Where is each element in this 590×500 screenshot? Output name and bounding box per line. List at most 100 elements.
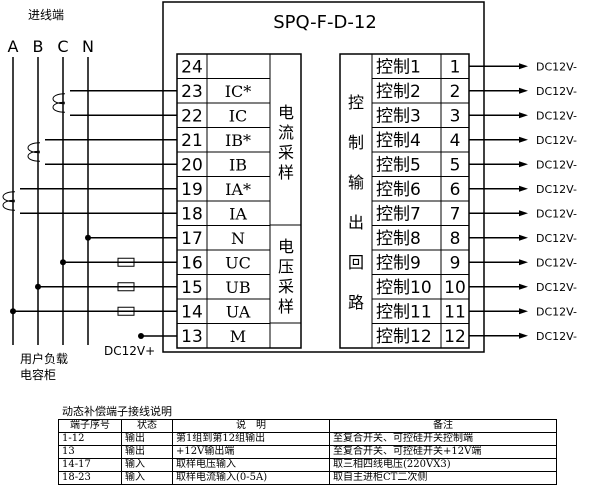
table-header: 说 明 [172, 419, 330, 433]
table-row: 1-12 输出 第1组到第12组输出 至复合开关、可控硅开关控制端 [58, 432, 557, 446]
output-voltage-label: DC12V- [536, 330, 577, 343]
output-voltage-label: DC12V- [536, 207, 577, 220]
output-group-char: 回 [348, 253, 364, 272]
ct-coil-icon [2, 191, 16, 203]
output-terminal-number: 11 [444, 302, 466, 322]
table-header: 状态 [121, 419, 173, 433]
output-voltage-label: DC12V- [536, 256, 577, 269]
terminal-number: 14 [181, 302, 203, 322]
output-channel-label: 控制1 [376, 57, 421, 77]
arrow-icon [519, 234, 528, 241]
phase-label: N [82, 37, 94, 56]
ct-coil-icon [2, 199, 16, 211]
ct-coil-icon [27, 150, 41, 162]
output-terminal-number: 7 [450, 204, 461, 224]
arrow-icon [519, 161, 528, 168]
current-group-char: 样 [278, 163, 294, 182]
output-terminal-number: 12 [444, 327, 466, 347]
terminal-label: IA* [225, 180, 251, 199]
terminal-label: IB [229, 155, 247, 174]
terminal-number: 16 [181, 253, 203, 273]
terminal-13-supply-wire [138, 333, 177, 339]
phase-label: C [57, 37, 68, 56]
table-cell: 输出 [121, 445, 173, 459]
phase-label: B [33, 37, 44, 56]
terminal-table: 端子序号 状态 说 明 备注 1-12 输出 第1组到第12组输出 至复合开关、… [58, 419, 557, 485]
voltage-group-char: 采 [278, 277, 294, 296]
table-header-row: 端子序号 状态 说 明 备注 [58, 419, 557, 433]
load-label-line2: 电容柜 [20, 367, 56, 382]
table-cell: +12V输出端 [172, 445, 330, 459]
arrow-icon [519, 87, 528, 94]
terminal-number: 15 [181, 278, 203, 298]
table-cell: 14-17 [58, 458, 122, 472]
incoming-label: 进线端 [28, 8, 64, 22]
output-terminal-number: 10 [444, 278, 466, 298]
fuse-icon [117, 306, 135, 316]
terminal-number: 21 [181, 131, 203, 151]
junction-dot [85, 234, 91, 241]
junction-dot [35, 283, 41, 290]
terminal-number: 19 [181, 180, 203, 200]
voltage-group-char: 样 [278, 297, 294, 316]
table-cell: 13 [58, 445, 122, 459]
arrow-icon [519, 210, 528, 217]
output-channel-label: 控制2 [376, 82, 421, 102]
terminal-label: UA [226, 302, 251, 321]
output-terminal-number: 3 [450, 106, 461, 126]
arrow-icon [519, 259, 528, 266]
table-cell: 取自主进柜CT二次侧 [329, 471, 557, 485]
terminal-label: IC* [225, 82, 252, 101]
output-terminal-number: 6 [450, 180, 461, 200]
table-row: 14-17 输入 取样电压输入 取三相四线电压(220VX3) [58, 458, 557, 472]
terminal-label: IC [229, 106, 248, 125]
load-label-line1: 用户负载 [20, 351, 68, 366]
table-cell: 输入 [121, 458, 173, 472]
junction-dot [10, 308, 16, 315]
terminal-label: IA [229, 204, 247, 223]
output-voltage-label: DC12V- [536, 60, 577, 73]
output-channel-label: 控制4 [376, 131, 421, 151]
phase-label: A [8, 37, 19, 56]
output-channel-label: 控制12 [376, 327, 432, 347]
output-voltage-label: DC12V- [536, 305, 577, 318]
m-supply-label: DC12V+ [104, 344, 155, 358]
output-terminal-number: 4 [450, 131, 461, 151]
terminal-number: 24 [181, 57, 203, 77]
ct-coil-icon [52, 101, 66, 113]
output-voltage-label: DC12V- [536, 109, 577, 122]
output-channel-label: 控制9 [376, 253, 421, 273]
output-channel-label: 控制8 [376, 229, 421, 249]
table-cell: 第1组到第12组输出 [172, 432, 330, 446]
output-terminal-number: 5 [450, 155, 461, 175]
voltage-group-char: 压 [278, 257, 294, 276]
output-group-char: 出 [348, 213, 364, 232]
ct-coil-icon [27, 142, 41, 154]
output-terminal-number: 1 [450, 57, 461, 77]
terminal-number: 13 [181, 327, 203, 347]
terminal-number: 17 [181, 229, 203, 249]
device-enclosure [162, 1, 485, 353]
output-voltage-label: DC12V- [536, 158, 577, 171]
output-terminal-number: 9 [450, 253, 461, 273]
table-caption: 动态补偿端子接线说明 [62, 405, 172, 418]
output-voltage-label: DC12V- [536, 134, 577, 147]
terminal-number: 20 [181, 155, 203, 175]
current-group-char: 采 [278, 143, 294, 162]
arrow-icon [519, 283, 528, 290]
ct-coil-icon [52, 93, 66, 105]
table-cell: 输入 [121, 471, 173, 485]
output-channel-label: 控制7 [376, 204, 421, 224]
device-title: SPQ-F-D-12 [273, 12, 377, 33]
fuse-icon [117, 257, 135, 267]
output-voltage-label: DC12V- [536, 85, 577, 98]
arrow-icon [519, 332, 528, 339]
output-group-char: 制 [348, 133, 364, 152]
output-channel-label: 控制11 [376, 302, 432, 322]
table-cell: 取样电压输入 [172, 458, 330, 472]
output-channel-label: 控制5 [376, 155, 421, 175]
table-cell: 1-12 [58, 432, 122, 446]
output-channel-label: 控制3 [376, 106, 421, 126]
table-cell: 18-23 [58, 471, 122, 485]
